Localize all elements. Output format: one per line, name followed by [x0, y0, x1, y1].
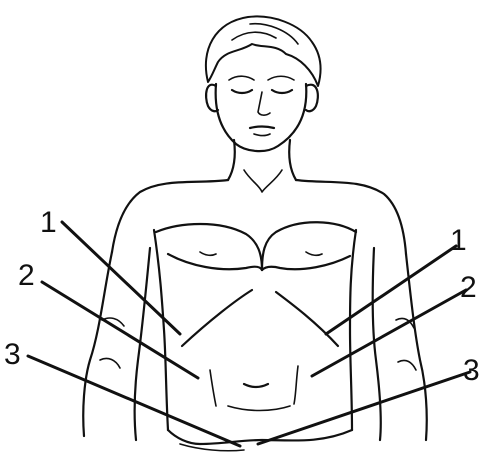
label-left-1: 1	[40, 206, 57, 239]
leader-line-right-2	[312, 290, 466, 376]
leader-line-left-1	[62, 222, 180, 334]
label-right-3: 3	[463, 354, 480, 387]
leader-line-right-3	[258, 372, 470, 444]
label-left-2: 2	[18, 259, 35, 292]
label-right-1: 1	[450, 224, 467, 257]
torso-drawing	[83, 16, 427, 450]
leader-lines	[28, 222, 470, 446]
label-right-2: 2	[460, 271, 477, 304]
label-left-3: 3	[4, 338, 21, 371]
leader-line-left-3	[28, 356, 240, 446]
